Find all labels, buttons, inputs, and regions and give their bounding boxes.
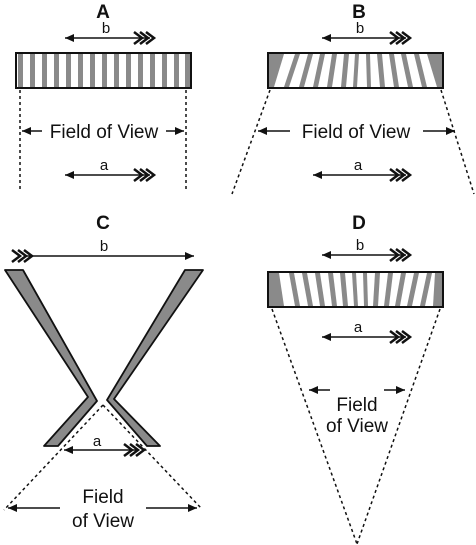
arrow-a-label-c: a [93, 433, 102, 450]
fov-label-line2-c: of View [72, 511, 134, 532]
arrow-b-a [65, 31, 157, 45]
arrow-b-d [322, 248, 413, 262]
fiber-plate-b [267, 52, 444, 89]
fiber-plate-d [267, 271, 444, 308]
fiber-plate-a [15, 52, 192, 89]
panel-c-label: C [96, 213, 110, 234]
fov-label-line1-c: Field [82, 487, 123, 508]
fiber-bundle-a [18, 54, 190, 87]
fov-boundary-right-b [440, 89, 475, 195]
arrow-b-label-d: b [356, 237, 364, 254]
arrow-a-label-a: a [100, 157, 109, 174]
fov-label-b: Field of View [302, 122, 411, 143]
arrow-b-label-c: b [100, 238, 108, 255]
fov-label-line1-d: Field [336, 395, 377, 416]
arrow-a-d [322, 330, 413, 344]
arrow-a-a [65, 168, 157, 182]
fov-boundary-left-c [3, 404, 104, 511]
fiber-bundle-d [269, 273, 442, 306]
tapered-fiber-left-c [4, 269, 98, 447]
arrow-b-label-a: b [102, 20, 110, 37]
arrow-a-label-d: a [354, 319, 363, 336]
panel-d: D b [267, 213, 444, 545]
panel-b: B b [231, 2, 475, 195]
fov-label-line2-d: of View [326, 416, 388, 437]
arrow-a-b [313, 168, 413, 182]
panel-a-label: A [96, 2, 110, 23]
panel-c: C b a Field of View [3, 213, 204, 532]
arrow-a-c [64, 443, 147, 457]
tapered-fiber-right-c [106, 269, 204, 447]
panel-d-label: D [352, 213, 366, 234]
arrow-b-c [11, 249, 194, 263]
arrow-b-label-b: b [356, 20, 364, 37]
fov-label-a: Field of View [50, 122, 159, 143]
fiber-bundle-b [269, 54, 442, 87]
panel-b-label: B [352, 2, 366, 23]
arrow-b-b [322, 31, 413, 45]
arrow-b-fletching [133, 31, 157, 45]
fov-boundary-left-b [231, 89, 271, 195]
panel-a: A b [15, 2, 192, 192]
arrow-a-label-b: a [354, 157, 363, 174]
